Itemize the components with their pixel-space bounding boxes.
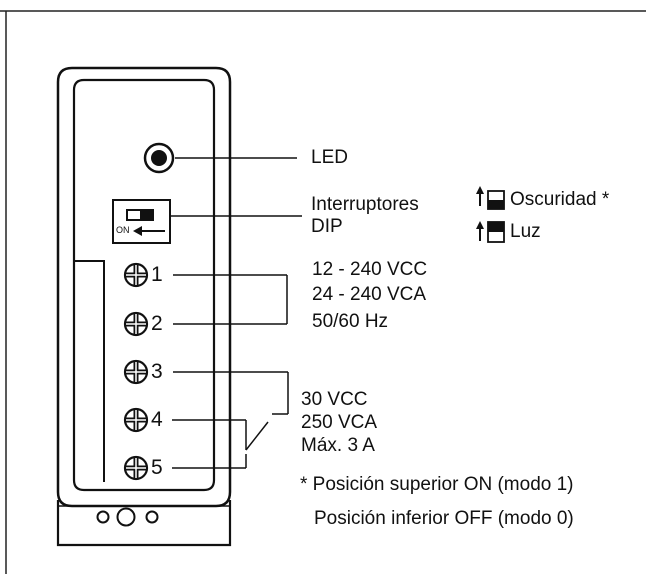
terminal-number-3: 3: [151, 360, 163, 383]
led-indicator: [143, 142, 175, 174]
mode-light-icon: [476, 221, 505, 243]
supply-label-line3: 50/60 Hz: [312, 311, 389, 332]
mode-light-label: Luz: [510, 221, 541, 242]
relay-label-line3: Máx. 3 A: [301, 435, 375, 456]
device-housing: [56, 66, 232, 547]
supply-label-line2: 24 - 240 VCA: [312, 284, 427, 305]
terminal-number-1: 1: [151, 263, 163, 286]
dip-label-line2: DIP: [311, 216, 343, 237]
terminal-screw-4: [123, 407, 149, 433]
terminal-screw-5: [123, 455, 149, 481]
supply-label-line1: 12 - 240 VCC: [312, 259, 428, 280]
terminal-number-5: 5: [151, 456, 163, 479]
side-recess: [74, 260, 105, 482]
relay-wiring: [172, 371, 289, 469]
led-label: LED: [311, 147, 348, 168]
mount-hole-center: [116, 507, 136, 527]
terminal-screw-1: [123, 262, 149, 288]
footnote-line2: Posición inferior OFF (modo 0): [314, 508, 574, 529]
mode-dark-icon: [476, 186, 505, 210]
footnote-line1: * Posición superior ON (modo 1): [300, 474, 574, 495]
dip-label-line1: Interruptores: [311, 194, 419, 215]
relay-label-line1: 30 VCC: [301, 389, 368, 410]
relay-label-line2: 250 VCA: [301, 412, 378, 433]
supply-wiring: [173, 274, 288, 325]
dip-on-label: ON: [116, 225, 130, 235]
terminal-screw-3: [123, 359, 149, 385]
mode-dark-label: Oscuridad *: [510, 189, 610, 210]
mount-hole-left: [96, 510, 110, 524]
terminal-number-2: 2: [151, 312, 163, 335]
mount-hole-right: [145, 510, 159, 524]
dip-switch: [112, 199, 171, 244]
terminal-screw-2: [123, 311, 149, 337]
terminal-number-4: 4: [151, 408, 163, 431]
